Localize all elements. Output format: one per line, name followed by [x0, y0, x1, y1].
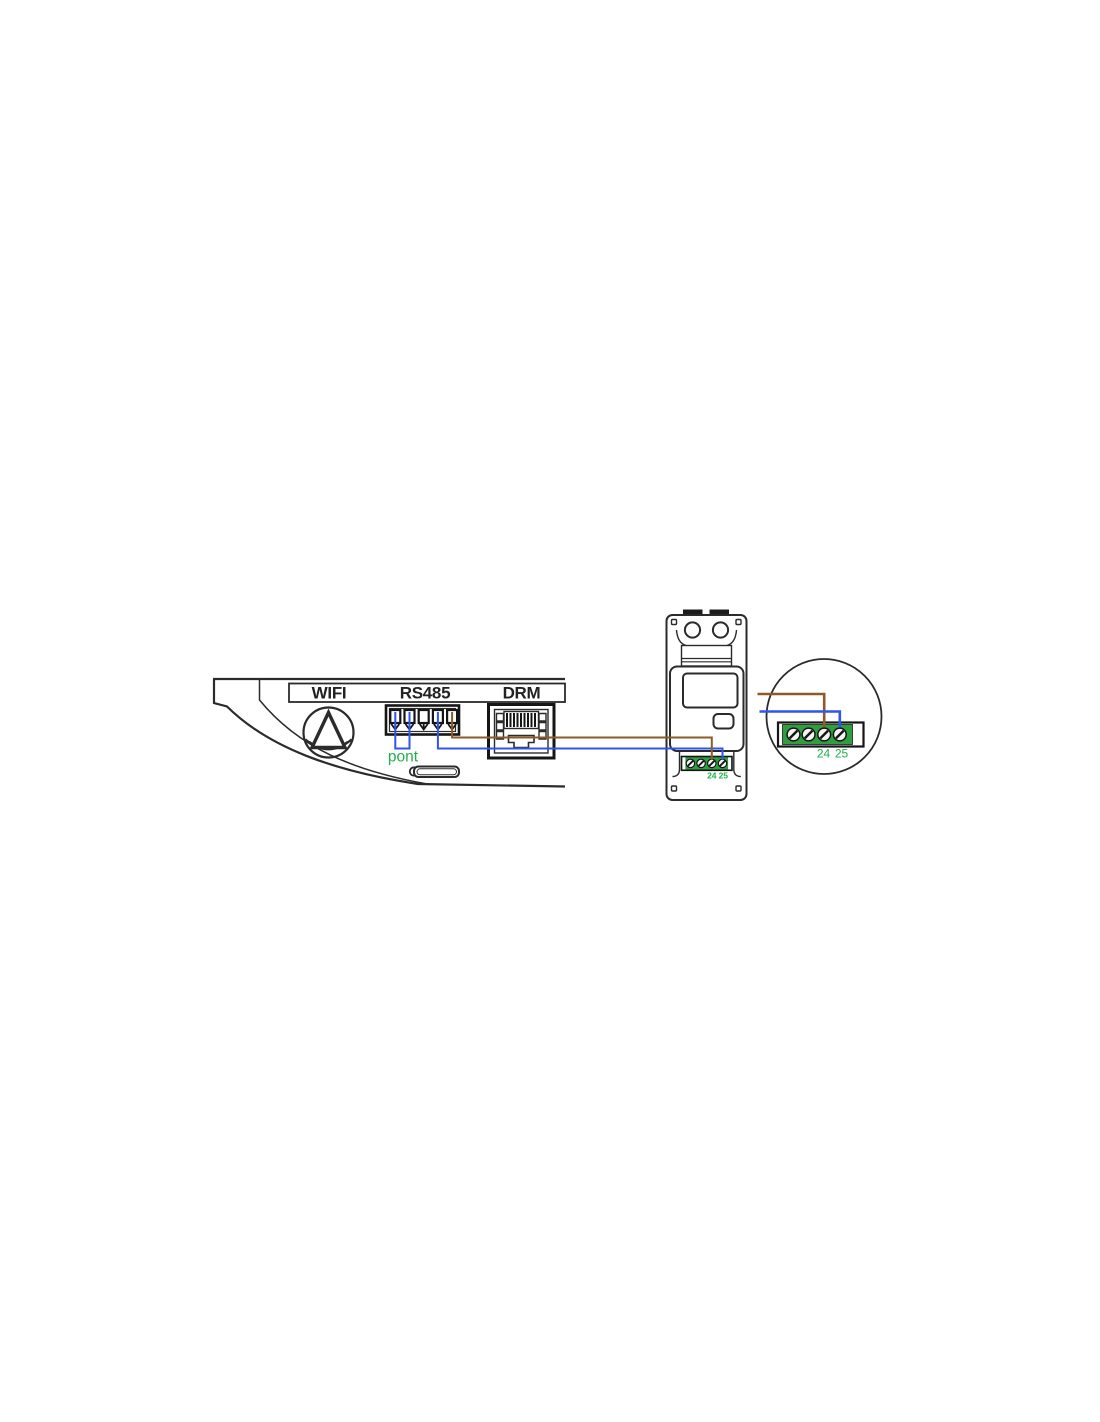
- meter-terminal-screws: [685, 758, 728, 769]
- antenna-circle: [302, 706, 355, 759]
- meter-corner-hole: [735, 785, 742, 792]
- port-label-wifi: WIFI: [312, 684, 347, 703]
- meter-top-clip: [683, 609, 703, 616]
- rj45-inner-frame: [493, 708, 549, 754]
- meter-top-clip: [709, 609, 729, 616]
- meter-display: [682, 672, 739, 709]
- jumper-wire: [394, 712, 411, 750]
- inverter-crease-line: [258, 679, 431, 786]
- zoom-brown-wire: [757, 692, 826, 727]
- rs485-pin: [417, 708, 430, 725]
- meter-bottom-recess: [672, 751, 741, 778]
- meter-corner-hole: [735, 618, 742, 626]
- port-label-drm: DRM: [503, 684, 541, 703]
- energy-meter: [665, 609, 748, 801]
- meter-corner-hole: [670, 785, 678, 792]
- port-label-strip: [288, 682, 566, 703]
- card-slot-inner: [416, 768, 457, 776]
- meter-terminal-block: [680, 755, 733, 772]
- port-label-rs485: RS485: [400, 684, 450, 703]
- inverter-edge: [212, 677, 566, 788]
- antenna-cone: [309, 708, 348, 750]
- meter-cable-hole: [683, 621, 702, 639]
- labels: WIFI RS485 DRM pont 24 25 24 25: [312, 684, 849, 781]
- rs485-terminal-block: [384, 704, 461, 736]
- magnified-terminal-block: [776, 721, 865, 748]
- magnifier-terminal-label-24: 24: [817, 747, 831, 761]
- meter-terminal-label-24: 24: [707, 771, 717, 781]
- card-slot: [408, 765, 460, 778]
- meter-cable-hole: [711, 621, 730, 639]
- meter-corner-hole: [670, 618, 678, 626]
- jumper-label: pont: [388, 749, 419, 766]
- brown-signal-wire: [451, 712, 713, 760]
- wifi-antenna-icon: [302, 706, 355, 759]
- meter-terminal-endcap: [682, 757, 686, 770]
- inverter-outline-curve: [212, 679, 566, 788]
- meter-terminal-label-25: 25: [719, 771, 729, 781]
- wires: [394, 692, 842, 760]
- magnifier-terminal-label-25: 25: [835, 747, 849, 761]
- drm-rj45-port: [487, 703, 556, 760]
- rj45-side-tabs: [495, 712, 547, 740]
- blue-signal-wire: [436, 712, 724, 760]
- meter-button: [712, 713, 735, 730]
- card-slot-body: [413, 765, 460, 778]
- rj45-contacts: [506, 713, 536, 727]
- meter-terminal-endcap: [728, 757, 732, 770]
- terminal-screw-slots: [788, 729, 845, 740]
- magnified-terminal-screws: [786, 727, 847, 742]
- meter-neck-grill: [681, 657, 732, 663]
- zoom-blue-wire: [759, 710, 842, 728]
- terminal-screw-slots: [687, 760, 726, 767]
